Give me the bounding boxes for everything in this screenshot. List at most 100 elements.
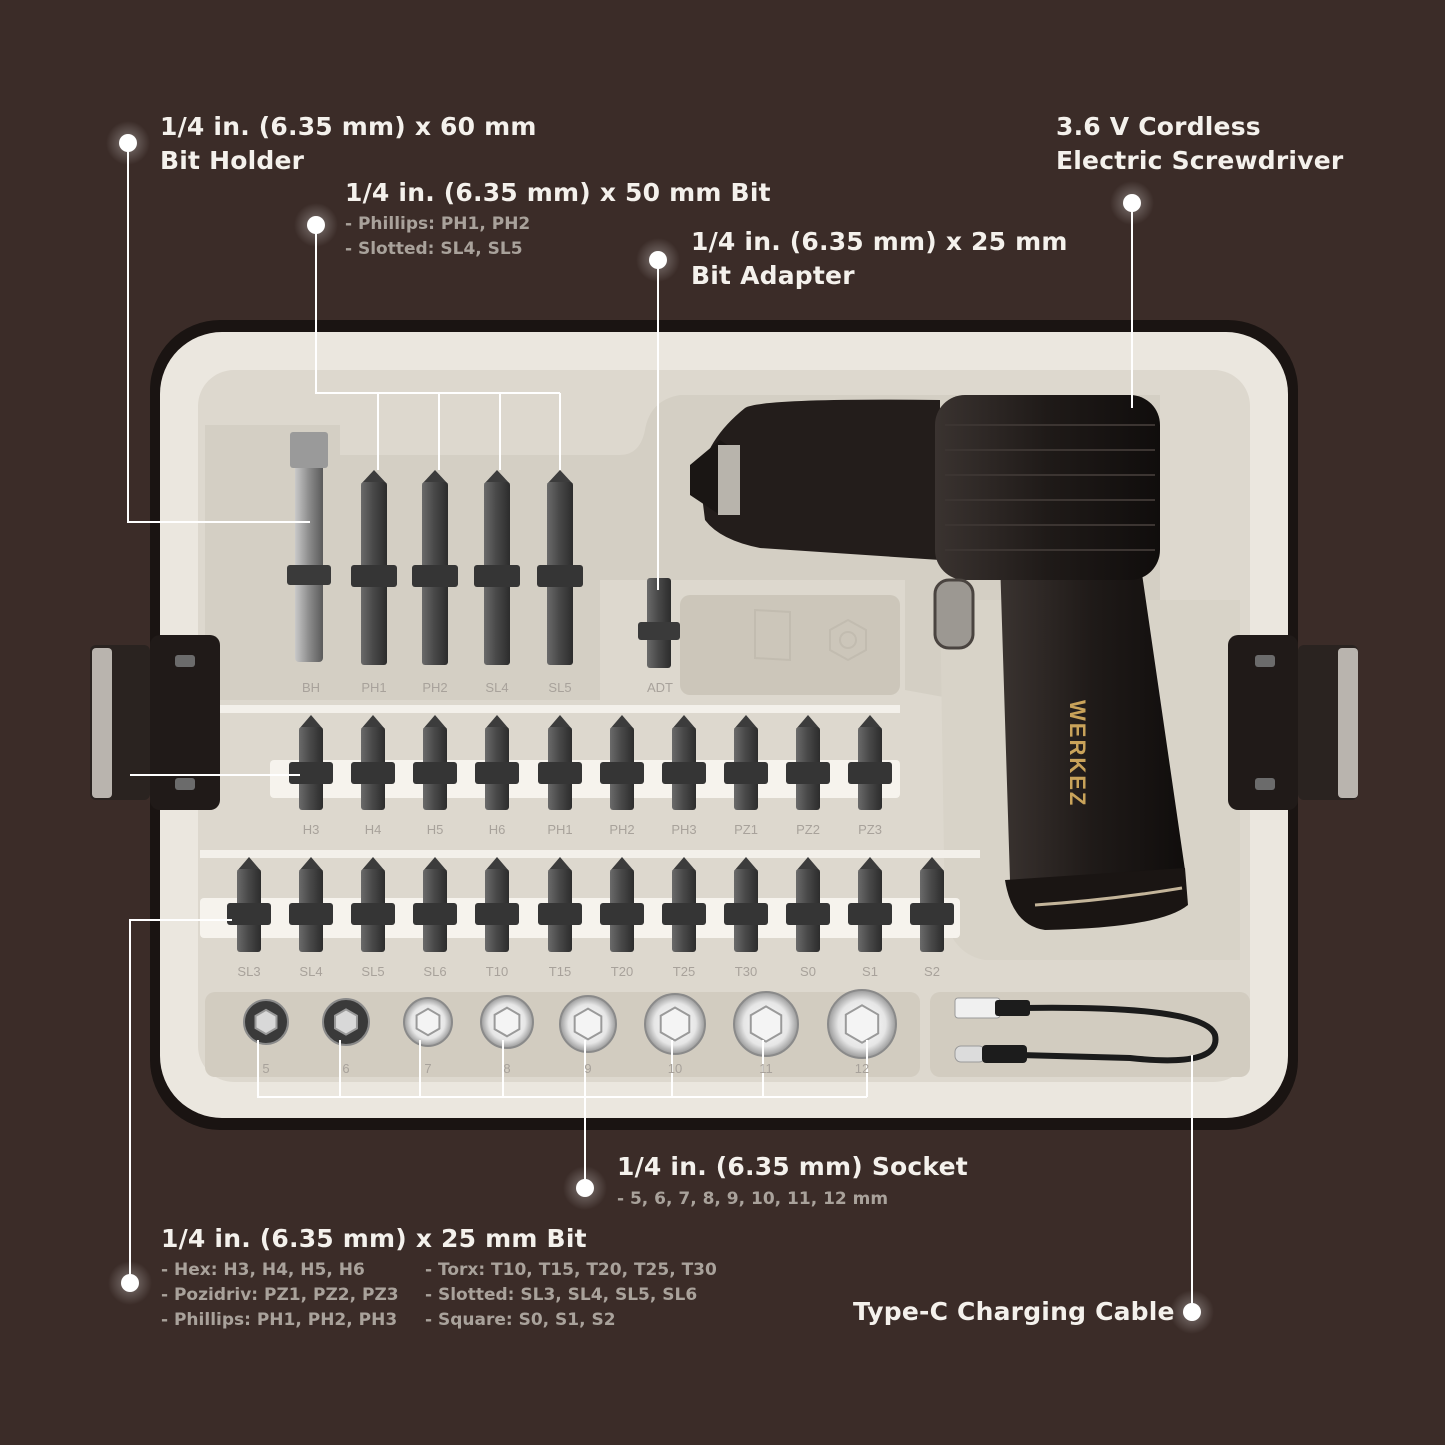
bit-adapter <box>638 578 680 668</box>
callout-bit-25mm-item: - Hex: H3, H4, H5, H6 <box>161 1260 365 1280</box>
socket <box>480 995 534 1049</box>
slot-label-ph2: PH2 <box>422 680 447 695</box>
slot-label: PH1 <box>547 822 572 837</box>
callout-socket-item: - 5, 6, 7, 8, 9, 10, 11, 12 mm <box>617 1189 889 1209</box>
left-latch <box>90 635 220 810</box>
callout-screwdriver-line1: 3.6 V Cordless <box>1056 112 1261 141</box>
socket <box>403 997 453 1047</box>
slot-label: T15 <box>549 964 571 979</box>
callout-bit-25mm-col2: - Torx: T10, T15, T20, T25, T30 - Slotte… <box>425 1258 717 1333</box>
bit <box>848 715 892 810</box>
socket <box>322 998 370 1046</box>
bit <box>475 715 519 810</box>
bit <box>413 857 457 952</box>
electric-screwdriver: WERKEZ <box>690 395 1188 930</box>
callout-bit-holder: 1/4 in. (6.35 mm) x 60 mm Bit Holder <box>160 110 537 178</box>
callout-bit-50mm-list: - Phillips: PH1, PH2 - Slotted: SL4, SL5 <box>345 212 530 262</box>
callout-bit-50mm-item: - Phillips: PH1, PH2 <box>345 214 531 234</box>
bit <box>724 715 768 810</box>
slot-label: H6 <box>489 822 506 837</box>
bit <box>662 857 706 952</box>
bit <box>474 470 520 665</box>
bit <box>413 715 457 810</box>
socket-label: 5 <box>262 1061 269 1076</box>
bit <box>412 470 458 665</box>
slot-label: SL5 <box>361 964 384 979</box>
slot-label: H5 <box>427 822 444 837</box>
slot-label-sl5: SL5 <box>548 680 571 695</box>
type-c-cable <box>954 997 1219 1064</box>
socket-label: 10 <box>668 1061 682 1076</box>
socket <box>559 995 617 1053</box>
socket <box>733 991 799 1057</box>
leader-lines <box>127 145 1193 1310</box>
bit <box>600 715 644 810</box>
slot-labels: BH PH1 PH2 SL4 SL5 ADT H3 H4 H5 H6 PH1 P… <box>237 680 940 1076</box>
socket <box>644 993 706 1055</box>
callout-bit-adapter-line1: 1/4 in. (6.35 mm) x 25 mm <box>691 227 1068 256</box>
slot-label: T30 <box>735 964 757 979</box>
socket-label: 11 <box>759 1061 773 1076</box>
bit <box>289 857 333 952</box>
slot-label: SL4 <box>299 964 322 979</box>
callout-bit-25mm-item: - Slotted: SL3, SL4, SL5, SL6 <box>425 1285 698 1305</box>
callout-bit-25mm-title: 1/4 in. (6.35 mm) x 25 mm Bit <box>161 1224 587 1253</box>
bit <box>786 857 830 952</box>
socket <box>827 989 897 1059</box>
slot-label: H3 <box>303 822 320 837</box>
bit <box>351 857 395 952</box>
socket-label: 9 <box>584 1061 591 1076</box>
bit <box>475 857 519 952</box>
bit <box>351 470 397 665</box>
slot-label: T20 <box>611 964 633 979</box>
callout-socket-title: 1/4 in. (6.35 mm) Socket <box>617 1152 968 1181</box>
slot-label: S1 <box>862 964 878 979</box>
bit <box>351 715 395 810</box>
socket <box>243 999 289 1045</box>
slot-label-ph1: PH1 <box>361 680 386 695</box>
slot-label: PH3 <box>671 822 696 837</box>
callout-dots <box>106 121 1214 1334</box>
callout-bit-25mm-item: - Square: S0, S1, S2 <box>425 1310 616 1330</box>
callout-bit-adapter: 1/4 in. (6.35 mm) x 25 mm Bit Adapter <box>691 225 1068 293</box>
socket-label: 6 <box>342 1061 349 1076</box>
slot-label-sl4: SL4 <box>485 680 508 695</box>
slot-label: S2 <box>924 964 940 979</box>
callout-bit-50mm-title: 1/4 in. (6.35 mm) x 50 mm Bit <box>345 178 771 207</box>
bit <box>227 857 271 952</box>
slot-label: T10 <box>486 964 508 979</box>
slot-label: SL3 <box>237 964 260 979</box>
bit-holder <box>287 432 331 662</box>
bit <box>600 857 644 952</box>
callout-bit-25mm-item: - Torx: T10, T15, T20, T25, T30 <box>425 1260 717 1280</box>
brand-logo: WERKEZ <box>1065 700 1090 807</box>
slot-label: S0 <box>800 964 816 979</box>
slot-label: SL6 <box>423 964 446 979</box>
socket-label: 7 <box>424 1061 431 1076</box>
right-latch <box>1228 635 1358 810</box>
slot-label: H4 <box>365 822 382 837</box>
callout-bit-holder-line1: 1/4 in. (6.35 mm) x 60 mm <box>160 112 537 141</box>
callout-bit-holder-line2: Bit Holder <box>160 146 305 175</box>
slot-label-adt: ADT <box>647 680 673 695</box>
bit <box>848 857 892 952</box>
slot-label: PH2 <box>609 822 634 837</box>
callout-bit-25mm-item: - Phillips: PH1, PH2, PH3 <box>161 1310 398 1330</box>
bit <box>724 857 768 952</box>
bit <box>538 715 582 810</box>
callout-screwdriver-line2: Electric Screwdriver <box>1056 146 1344 175</box>
slot-label-bh: BH <box>302 680 320 695</box>
callout-bit-25mm-col1: - Hex: H3, H4, H5, H6 - Pozidriv: PZ1, P… <box>161 1258 399 1333</box>
bit <box>289 715 333 810</box>
slot-label: PZ3 <box>858 822 882 837</box>
bit <box>786 715 830 810</box>
bit <box>537 470 583 665</box>
bit <box>910 857 954 952</box>
slot-label: PZ1 <box>734 822 758 837</box>
callout-cable: Type-C Charging Cable <box>853 1297 1175 1326</box>
bit <box>662 715 706 810</box>
socket-label: 12 <box>855 1061 869 1076</box>
bit <box>538 857 582 952</box>
callout-bit-50mm-item: - Slotted: SL4, SL5 <box>345 239 523 259</box>
